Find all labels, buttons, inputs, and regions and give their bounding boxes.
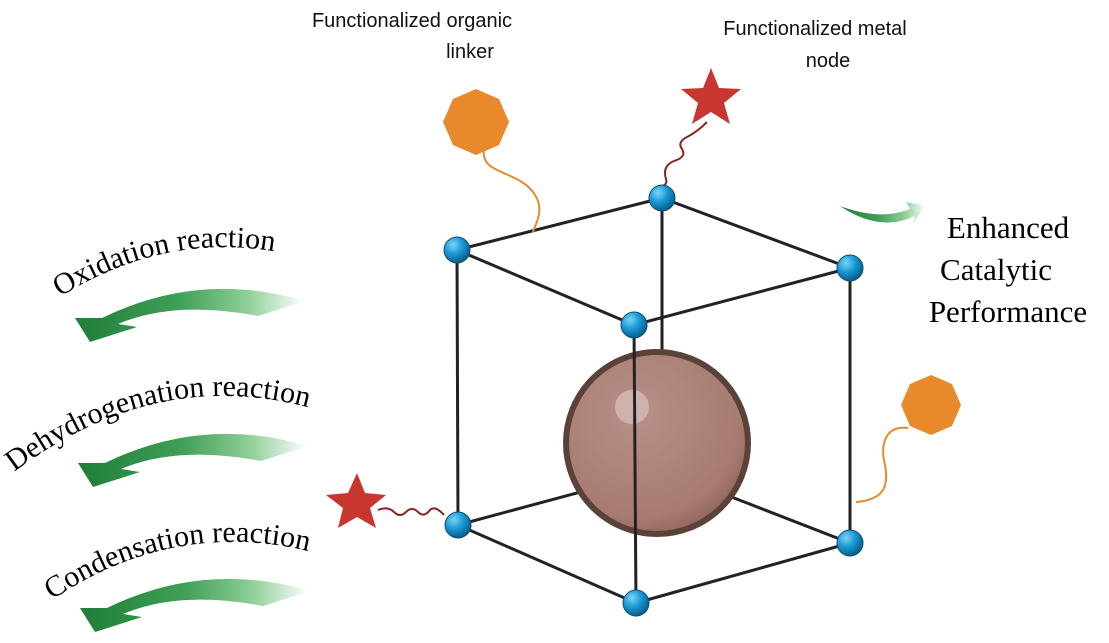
metal-tether [659,121,708,188]
reaction-label-dehydrogenation: Dehydrogenation reaction [0,370,314,478]
enhanced-performance-label: Catalytic [940,252,1052,287]
node-icon [444,511,472,539]
enhanced-performance-label: Enhanced [947,210,1070,245]
metal-nodes [443,184,864,617]
node-icon [622,589,650,617]
linker-tether [482,149,541,233]
node-icon [620,311,648,339]
metal-node-star-icon [326,473,386,528]
enhanced-arrow-icon [840,202,926,223]
reaction-arrow-condensation [80,578,310,632]
reaction-arrow-dehydrogenation [78,433,308,487]
metal-node-star-icon [681,68,741,124]
organic-linker-label: linker [446,41,494,63]
framework-edges [455,196,852,605]
nanoparticle-sphere [563,349,751,537]
metal-node-label: Functionalized metal [723,18,906,40]
enhanced-performance-label: Performance [929,294,1087,329]
node-icon [648,184,676,212]
node-icon [443,236,471,264]
metal-node-label: node [806,50,851,72]
reaction-arrow-oxidation [75,288,305,342]
metal-tether [377,507,445,516]
linker-tether [855,426,909,503]
front-edge [632,324,638,604]
node-icon [836,254,864,282]
organic-linker-octagon-icon [443,89,509,155]
organic-linker-label: Functionalized organic [312,10,512,32]
node-icon [836,529,864,557]
organic-linker-octagon-icon [901,375,961,435]
